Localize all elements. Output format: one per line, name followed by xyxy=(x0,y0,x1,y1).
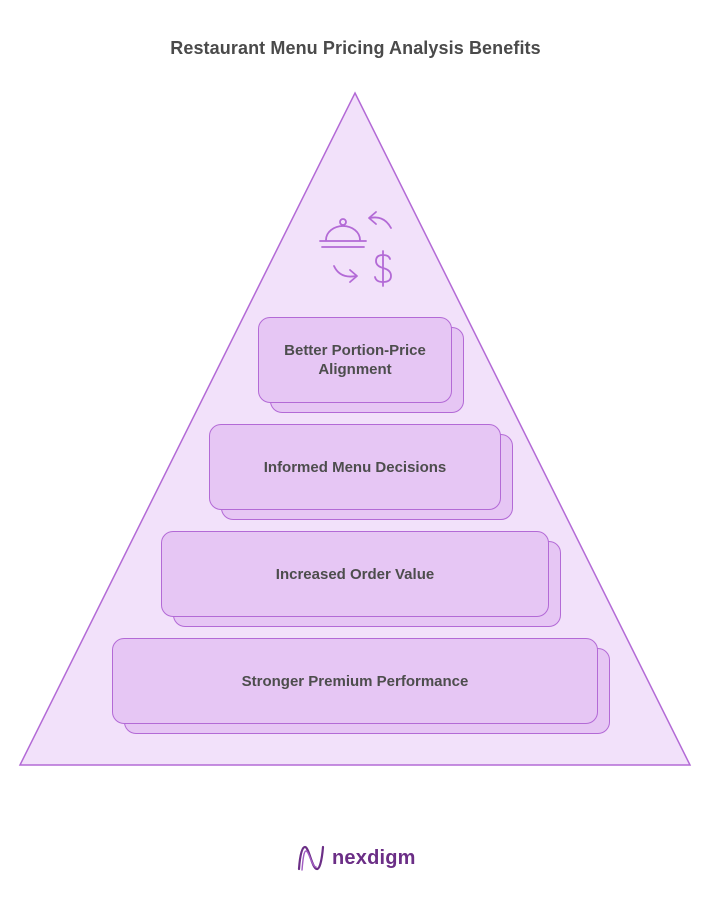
tier-1: Better Portion-Price Alignment xyxy=(258,317,464,413)
apex-icon-group xyxy=(319,211,392,287)
brand-logo: nexdigm xyxy=(296,843,416,873)
tier-2: Informed Menu Decisions xyxy=(209,424,513,520)
tier-2-box: Informed Menu Decisions xyxy=(209,424,501,510)
tier-4: Stronger Premium Performance xyxy=(112,638,610,734)
nexdigm-logo-icon xyxy=(297,845,325,871)
tier-3-box: Increased Order Value xyxy=(161,531,549,617)
dollar-icon xyxy=(374,250,392,287)
tier-3-label: Increased Order Value xyxy=(275,565,435,583)
tier-1-label: Better Portion-Price Alignment xyxy=(284,342,426,378)
tier-4-box: Stronger Premium Performance xyxy=(112,638,598,724)
arrow-right-icon xyxy=(333,265,358,283)
tier-1-box: Better Portion-Price Alignment xyxy=(258,317,452,403)
page-title: Restaurant Menu Pricing Analysis Benefit… xyxy=(170,38,541,58)
tier-4-label: Stronger Premium Performance xyxy=(241,672,469,690)
arrow-left-icon xyxy=(368,211,392,229)
tier-2-label: Informed Menu Decisions xyxy=(263,458,447,476)
brand-name: nexdigm xyxy=(332,846,416,869)
cloche-icon xyxy=(319,218,367,248)
tier-3: Increased Order Value xyxy=(161,531,561,627)
